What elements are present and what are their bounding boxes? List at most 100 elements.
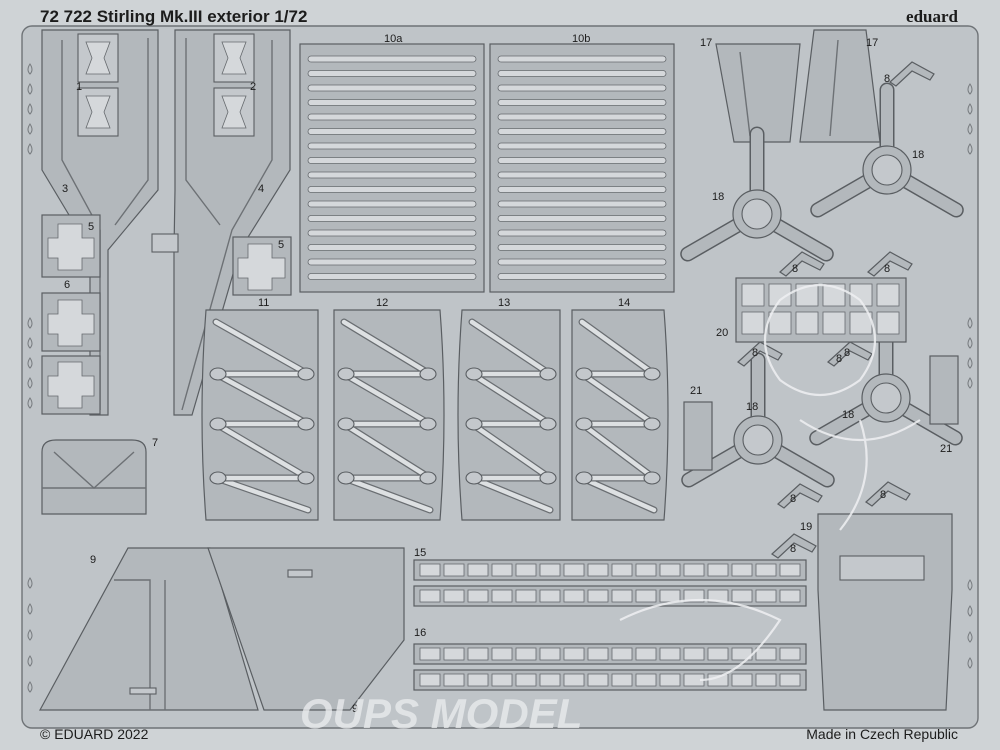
part-11 <box>201 309 319 521</box>
label-part-17b: 17 <box>866 37 878 49</box>
strip-cell <box>755 589 777 603</box>
label-part-18d: 18 <box>842 409 854 421</box>
strut-joint <box>465 471 483 485</box>
droplet-mark <box>967 631 973 643</box>
strut-joint <box>337 471 355 485</box>
droplet-mark <box>27 397 33 409</box>
copyright-text: © EDUARD 2022 <box>40 726 149 742</box>
brand-logo: eduard <box>906 7 959 26</box>
panel-rib <box>307 55 477 63</box>
strip-cell <box>515 563 537 577</box>
strut <box>213 475 311 513</box>
strut <box>469 319 553 377</box>
droplet-mark <box>967 83 973 95</box>
strut-joint <box>419 417 437 431</box>
part-12 <box>333 309 445 521</box>
label-part-17a: 17 <box>700 37 712 49</box>
watermark: OUPS MODEL <box>300 283 921 737</box>
droplet-mark <box>27 63 33 75</box>
strip-cell <box>563 589 585 603</box>
label-part-8d: 8 <box>752 347 758 359</box>
chevron-bracket <box>779 251 825 277</box>
panel-rib <box>307 229 477 237</box>
chevron-bracket <box>889 61 935 87</box>
label-part-8b: 8 <box>792 263 798 275</box>
droplet-mark <box>27 317 33 329</box>
strip-cell <box>731 563 753 577</box>
strut-joint <box>575 471 593 485</box>
panel-rib <box>497 171 667 179</box>
plate-cell <box>768 283 792 307</box>
strip-cell <box>443 673 465 687</box>
strip-cell <box>539 673 561 687</box>
droplet-mark <box>27 603 33 615</box>
part-9-right <box>207 547 405 711</box>
label-part-8i: 8 <box>836 353 842 365</box>
strut-joint <box>575 367 593 381</box>
label-part-8f: 8 <box>790 493 796 505</box>
strip-cell <box>539 647 561 661</box>
panel-rib <box>307 244 477 251</box>
panel-rib <box>497 258 667 266</box>
strip-cell <box>563 647 585 661</box>
strut <box>469 371 553 427</box>
strut-joint <box>575 417 593 431</box>
droplet-mark <box>27 337 33 349</box>
strip-cell <box>467 647 489 661</box>
plate-20-cells <box>741 283 900 335</box>
label-part-15: 15 <box>414 547 426 559</box>
plate-cell <box>741 283 765 307</box>
plate-cell <box>795 283 819 307</box>
strip-cell <box>443 563 465 577</box>
strip-cell <box>707 563 729 577</box>
panel-rib <box>497 244 667 251</box>
panel-rib <box>497 55 667 63</box>
strip-cell <box>659 563 681 577</box>
label-part-13: 13 <box>498 297 510 309</box>
part-7 <box>41 439 147 515</box>
droplet-mark <box>27 83 33 95</box>
strut-joint <box>643 367 661 381</box>
strip-cell <box>419 563 441 577</box>
strip-group <box>413 559 807 691</box>
panel-rib <box>307 258 477 266</box>
label-part-9b: 9 <box>352 703 358 715</box>
strip-cell <box>635 589 657 603</box>
strip-cell <box>563 673 585 687</box>
strip-cell <box>467 673 489 687</box>
chevron-bracket <box>777 483 823 509</box>
panel-rib <box>497 157 667 164</box>
droplet-mark <box>967 103 973 115</box>
strip-cell <box>683 563 705 577</box>
panel-rib <box>307 273 477 280</box>
droplet-mark <box>27 577 33 589</box>
strip-cell <box>587 563 609 577</box>
strut <box>341 421 433 481</box>
plate-cell <box>876 283 900 307</box>
droplet-mark <box>967 657 973 669</box>
strip-cell <box>731 673 753 687</box>
strip-cell <box>635 673 657 687</box>
panel-rib <box>307 157 477 164</box>
panel-rib <box>307 113 477 121</box>
label-part-9a: 9 <box>90 554 96 566</box>
panel-rib <box>497 186 667 193</box>
strip-cell <box>659 673 681 687</box>
hub-center <box>871 154 903 186</box>
plate-cell <box>822 311 846 335</box>
droplet-mark <box>27 143 33 155</box>
strut <box>579 371 657 427</box>
strip-cell <box>779 589 801 603</box>
label-part-8g: 8 <box>880 489 886 501</box>
strut-joint <box>297 471 315 485</box>
droplet-mark <box>967 605 973 617</box>
strip-cell <box>611 563 633 577</box>
panel-rib <box>307 84 477 92</box>
label-part-4: 4 <box>258 183 264 195</box>
droplet-mark <box>967 123 973 135</box>
frame-connector <box>151 233 179 253</box>
strut-joint <box>643 417 661 431</box>
origin-text: Made in Czech Republic <box>806 726 958 742</box>
droplet-mark <box>967 337 973 349</box>
strut-joint <box>209 471 227 485</box>
